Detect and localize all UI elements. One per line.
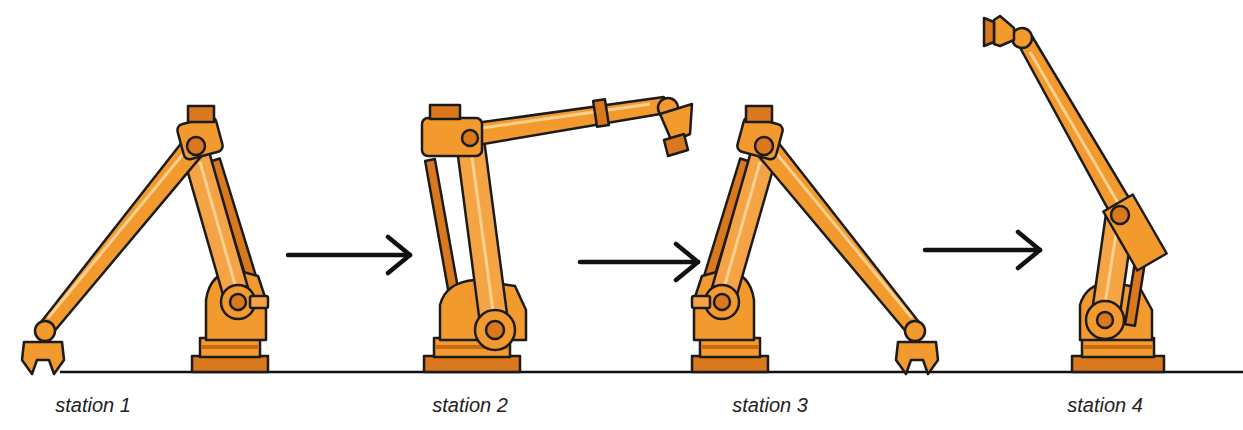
flow-arrow <box>580 260 698 265</box>
robot-station-1 <box>22 106 268 374</box>
station-node: station 4 <box>1046 10 1235 425</box>
station-node: station 2 <box>416 10 574 425</box>
station-label: station 1 <box>55 393 131 417</box>
robot-station-4 <box>984 16 1167 372</box>
flow-arrow <box>288 253 410 258</box>
station-label: station 4 <box>1067 393 1143 417</box>
flow-arrow <box>925 248 1040 253</box>
robot-station-3 <box>692 106 938 374</box>
station-node: station 3 <box>704 10 919 425</box>
station-node: station 1 <box>5 10 282 425</box>
robot-station-2 <box>422 97 692 372</box>
station-label: station 2 <box>432 393 508 417</box>
station-label: station 3 <box>732 393 808 417</box>
